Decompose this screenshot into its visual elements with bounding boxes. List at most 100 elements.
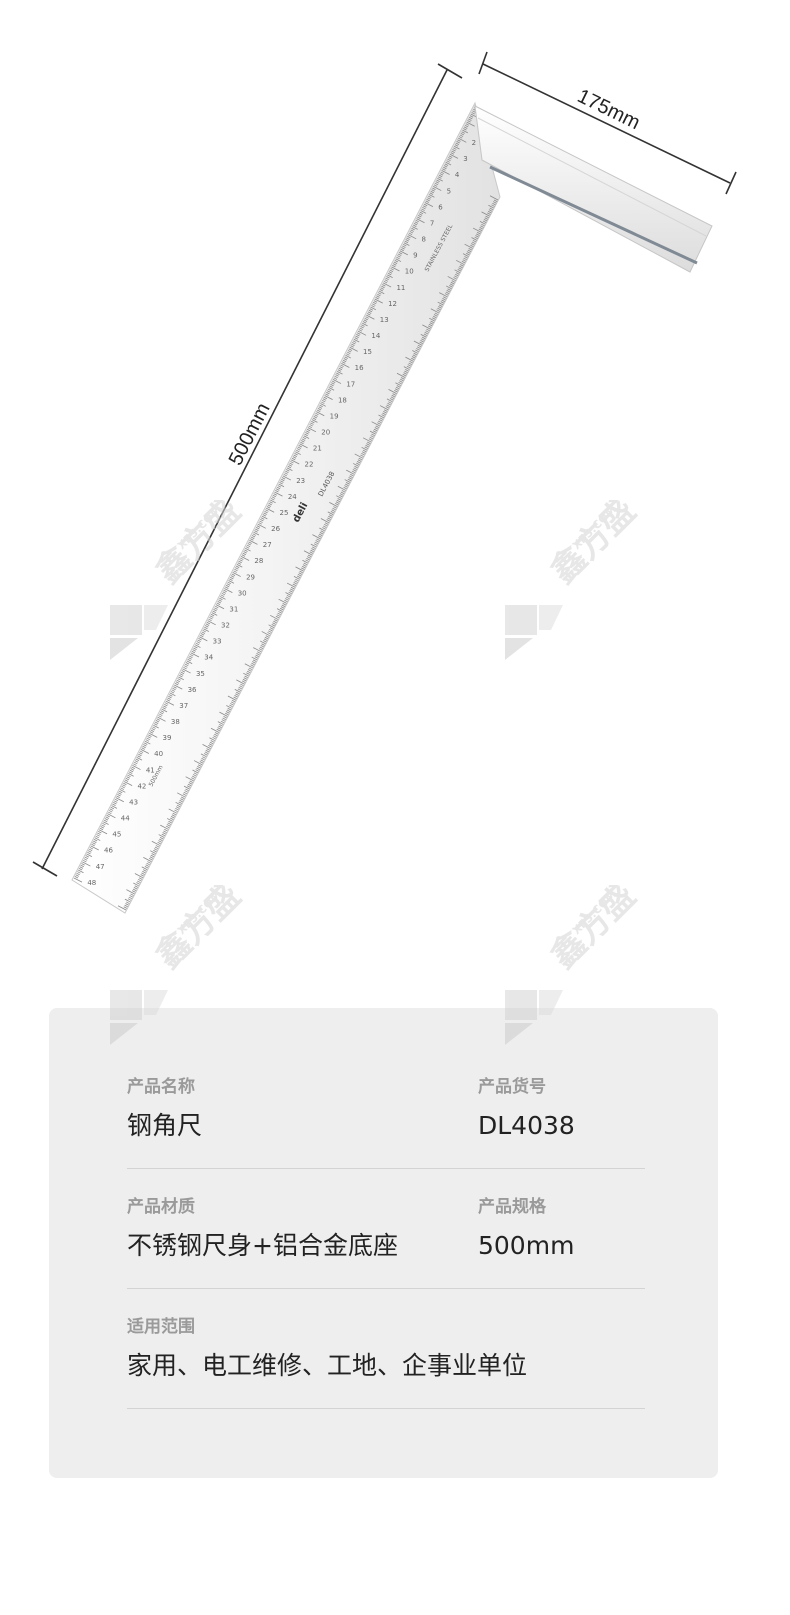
watermark-brand: 鑫方盛: [148, 500, 248, 591]
ruler-tick: [248, 541, 252, 544]
ruler-tick: [161, 833, 166, 837]
ruler-tick: [455, 259, 465, 265]
ruler-tick: [344, 356, 348, 359]
ruler-tick: [493, 199, 498, 202]
ruler-tick: [228, 580, 235, 584]
ruler-tick: [405, 239, 409, 242]
ruler-tick: [162, 707, 166, 710]
ruler-tick: [197, 639, 201, 642]
ruler-tick: [264, 510, 268, 514]
ruler-tick-number: 21: [313, 445, 322, 453]
ruler-tick: [184, 663, 189, 667]
ruler-tick: [123, 906, 128, 909]
ruler-tick: [319, 532, 324, 535]
ruler-tick: [192, 769, 199, 774]
ruler-tick: [386, 404, 390, 407]
ruler-tick: [220, 720, 225, 724]
ruler-tick: [468, 118, 472, 121]
ruler-tick: [323, 525, 327, 528]
ruler-tick: [386, 398, 393, 403]
ruler-tick: [214, 732, 219, 735]
ruler-tick-number: 43: [129, 798, 138, 806]
ruler-tick: [268, 630, 272, 633]
ruler-tick: [196, 641, 201, 644]
ruler-tick: [348, 477, 352, 480]
ruler-tick: [353, 338, 360, 343]
ruler-tick: [215, 604, 225, 610]
ruler-tick: [263, 638, 268, 641]
ruler-tick-number: 24: [288, 493, 297, 501]
ruler-tick: [231, 699, 236, 703]
ruler-tick: [221, 592, 226, 596]
ruler-tick: [256, 525, 261, 528]
ruler-tick: [137, 755, 141, 758]
ruler-tick: [361, 452, 365, 456]
ruler-tick: [295, 451, 301, 455]
ruler-tick: [281, 604, 286, 607]
ruler-tick: [219, 724, 223, 727]
ruler-tick: [209, 617, 213, 620]
ruler-tick: [168, 820, 172, 824]
ruler-tick: [446, 160, 450, 163]
ruler-tick: [451, 280, 456, 283]
ruler-tick: [306, 430, 310, 433]
ruler-tick: [275, 490, 279, 493]
ruler-tick: [370, 306, 377, 311]
ruler-tick: [301, 440, 305, 443]
ruler-tick: [305, 432, 309, 435]
ruler-tick: [131, 890, 136, 893]
ruler-tick: [301, 567, 305, 570]
spec-product-code: 产品货号 DL4038: [478, 1076, 575, 1142]
ruler-tick: [160, 710, 165, 713]
ruler-tick: [265, 635, 270, 638]
ruler-tick: [307, 556, 311, 559]
ruler-tick: [204, 751, 209, 754]
ruler-tick: [101, 824, 105, 827]
ruler-tick: [432, 315, 437, 319]
ruler-tick: [405, 369, 409, 372]
ruler-tick: [133, 887, 138, 890]
ruler-tick: [164, 828, 168, 832]
ruler-tick-number: 34: [204, 654, 213, 662]
ruler-tick: [356, 461, 361, 464]
ruler-tick: [413, 223, 418, 226]
ruler-tick: [179, 799, 183, 803]
ruler-tick: [374, 298, 383, 304]
ruler-tick: [464, 256, 468, 259]
ruler-tick: [189, 655, 193, 659]
ruler-tick-number: 9: [413, 252, 417, 260]
ruler-tick: [170, 691, 175, 694]
ruler-tick: [387, 402, 391, 406]
ruler-tick: [416, 218, 425, 224]
ruler-tick: [389, 398, 394, 401]
ruler-tick: [275, 488, 280, 491]
ruler-tick: [107, 813, 116, 819]
ruler-tick: [230, 576, 234, 580]
ruler-tick: [291, 457, 296, 461]
ruler-tick: [318, 406, 323, 409]
ruler-tick: [153, 724, 159, 729]
ruler-tick: [449, 283, 454, 286]
ruler-tick: [482, 220, 487, 223]
ruler-tick: [160, 824, 169, 830]
ruler-tick: [334, 375, 338, 379]
ruler-tick: [313, 543, 318, 546]
ruler-tick: [83, 858, 88, 861]
ruler-tick: [436, 179, 440, 182]
ruler-tick: [113, 800, 118, 803]
ruler-tick: [489, 195, 499, 201]
ruler-tick: [439, 173, 444, 176]
ruler-tick: [140, 874, 144, 877]
ruler-tick: [368, 438, 373, 441]
ruler-tick: [381, 414, 385, 417]
ruler-tick: [222, 717, 226, 720]
ruler-tick: [200, 759, 204, 762]
ruler-tick: [423, 205, 427, 208]
ruler-tick: [149, 731, 154, 734]
ruler-tick: [267, 632, 271, 635]
ruler-tick: [247, 669, 252, 672]
ruler-tick: [296, 449, 300, 453]
ruler-tick: [312, 417, 317, 420]
ruler-tick: [303, 562, 308, 566]
ruler-tick: [238, 686, 243, 690]
